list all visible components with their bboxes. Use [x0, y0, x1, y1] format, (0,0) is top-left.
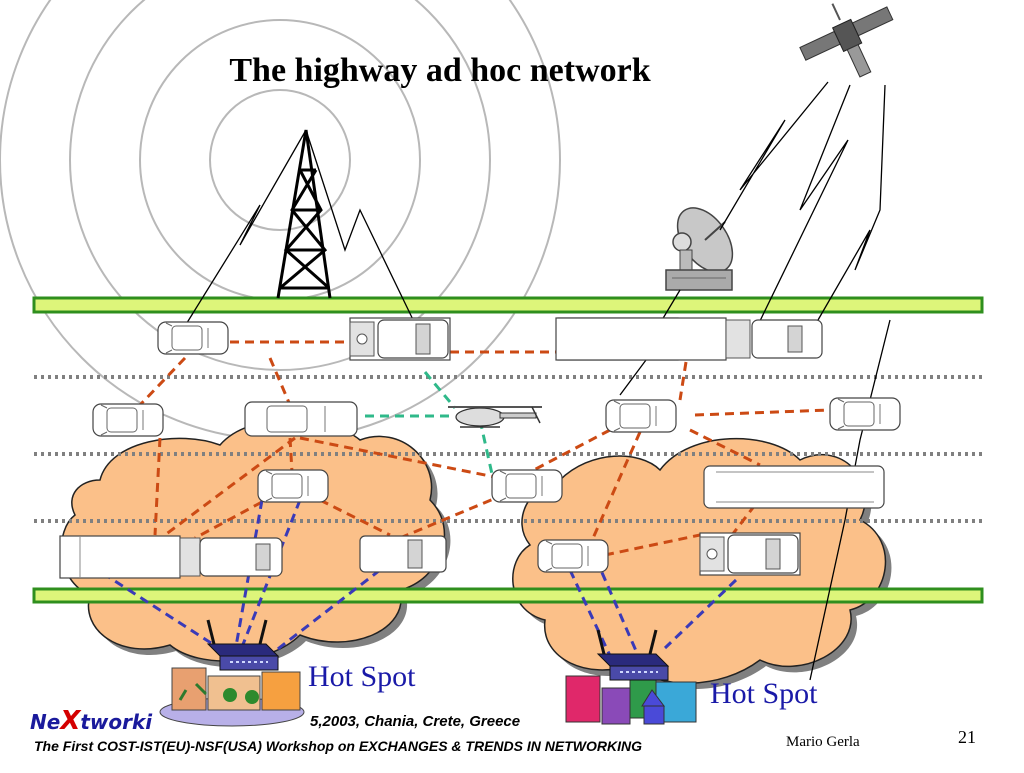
satellite-dish-icon	[665, 207, 734, 291]
hotspot-left-label: Hot Spot	[308, 660, 416, 693]
slide-title: The highway ad hoc network	[229, 52, 651, 89]
beach-resort-icon	[159, 667, 305, 727]
car-icon	[829, 397, 901, 431]
highway-bottom-border	[32, 587, 984, 604]
car-icon	[491, 469, 563, 503]
city-buildings-icon	[565, 667, 697, 725]
hotspot-right-label: Hot Spot	[710, 677, 818, 710]
helicopter-icon	[448, 406, 542, 428]
car-icon	[257, 469, 329, 503]
page-number: 21	[958, 727, 976, 747]
truck-icon	[699, 532, 801, 576]
footer-workshop: The First COST-IST(EU)-NSF(USA) Workshop…	[34, 738, 642, 754]
cell-tower-icon	[276, 129, 332, 299]
satellite-icon	[799, 3, 894, 78]
vehicle-links	[138, 340, 831, 557]
brand-suffix: tworki	[80, 710, 153, 734]
car-icon	[92, 403, 164, 437]
helicopter-links	[365, 371, 494, 475]
car-icon	[605, 399, 677, 433]
truck-icon	[349, 317, 451, 361]
car-icon	[157, 321, 229, 355]
brand-prefix: Ne	[30, 710, 61, 734]
vehicles	[59, 317, 901, 579]
brand-x: X	[60, 706, 81, 736]
footer-brand: NeXtworki	[30, 706, 152, 736]
car-icon	[537, 539, 609, 573]
highway-top-border	[32, 296, 984, 314]
footer-date-location: 5,2003, Chania, Crete, Greece	[310, 713, 521, 730]
footer-author: Mario Gerla	[786, 734, 860, 750]
